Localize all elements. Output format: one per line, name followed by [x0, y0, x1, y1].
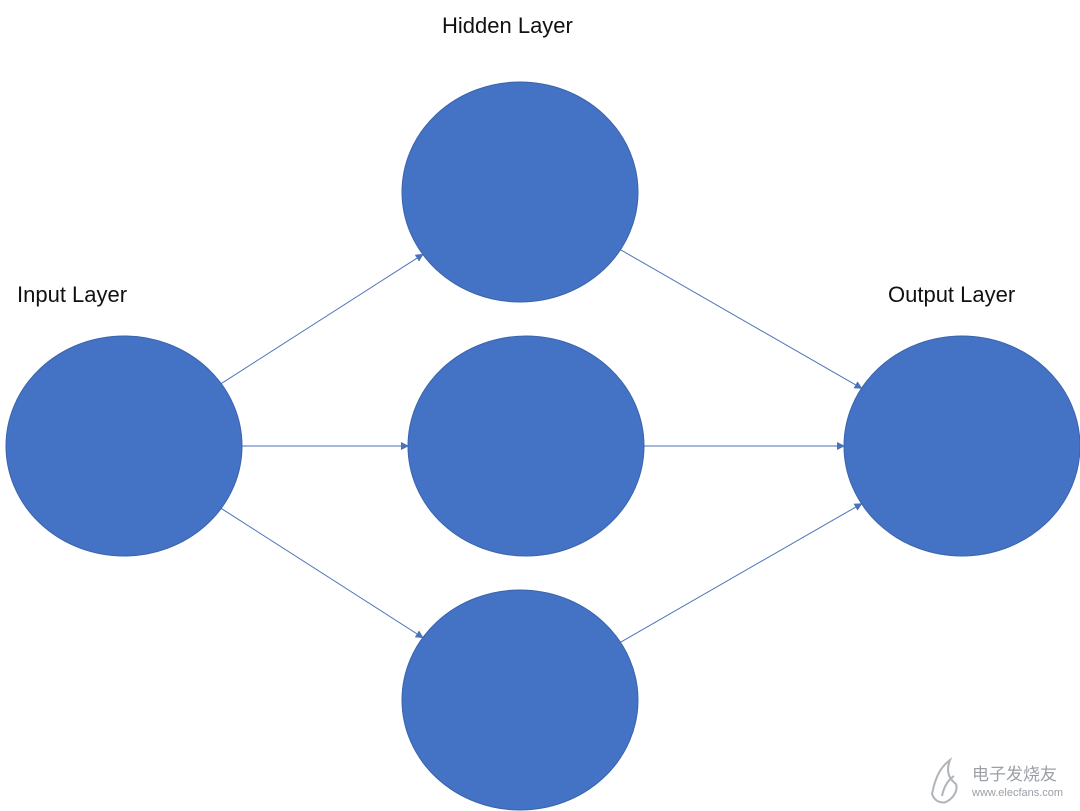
watermark: 电子发烧友 www.elecfans.com: [928, 752, 1078, 808]
edge-hidden-1-to-output-1: [620, 249, 863, 389]
nodes: [5, 81, 1080, 811]
edge-input-1-to-hidden-1: [220, 253, 424, 385]
node-output-1: [843, 335, 1080, 557]
node-hidden-3: [401, 589, 639, 811]
watermark-logo-icon: [930, 757, 958, 804]
watermark-title: 电子发烧友: [972, 765, 1057, 784]
input-layer-label: Input Layer: [17, 282, 128, 307]
node-input-1: [5, 335, 243, 557]
edge-hidden-3-to-output-1: [620, 503, 863, 643]
output-layer-label: Output Layer: [888, 282, 1016, 307]
node-hidden-1: [401, 81, 639, 303]
node-hidden-2: [407, 335, 645, 557]
edges: [220, 249, 863, 643]
edge-input-1-to-hidden-3: [220, 507, 424, 639]
hidden-layer-label: Hidden Layer: [442, 13, 573, 38]
watermark-url: www.elecfans.com: [972, 787, 1064, 799]
